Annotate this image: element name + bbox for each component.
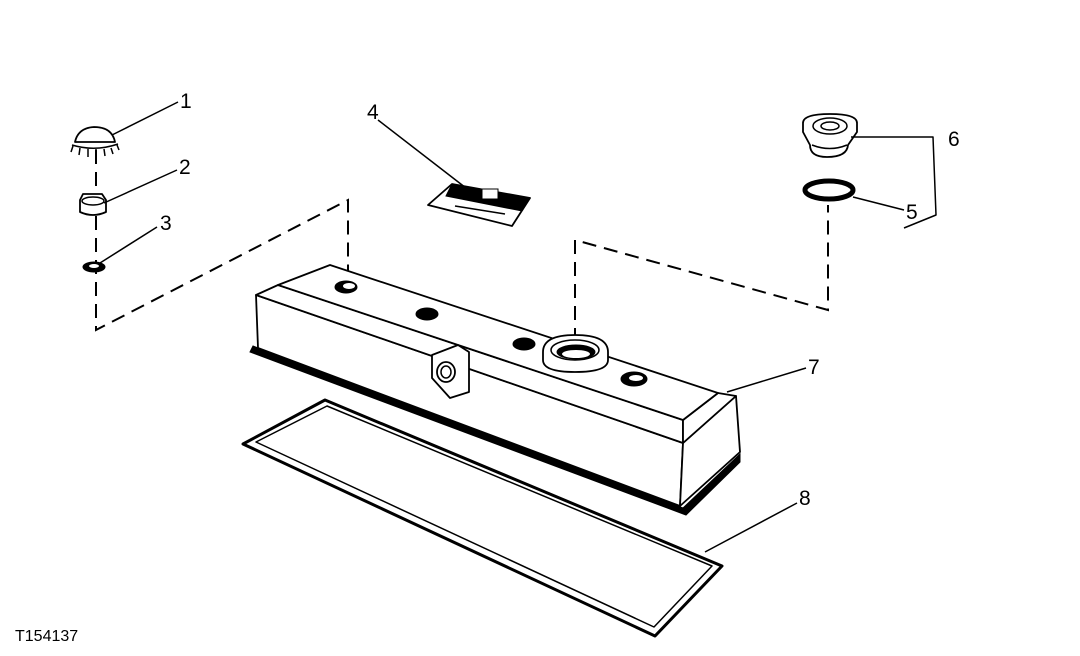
callout-3: 3: [160, 212, 172, 235]
figure-id: T154137: [15, 628, 78, 645]
assembly-dashed-lines: [95, 150, 829, 342]
callout-8: 8: [799, 487, 811, 510]
callout-6: 6: [948, 128, 960, 151]
part-6-filler-cap: [802, 113, 858, 158]
callout-1: 1: [180, 90, 192, 113]
callout-7: 7: [808, 356, 820, 379]
part-4-decal: [427, 183, 531, 227]
callout-2: 2: [179, 156, 191, 179]
callout-4: 4: [367, 101, 379, 124]
part-5-o-ring: [802, 178, 856, 202]
part-3-washer: [82, 261, 106, 273]
leader-lines: [99, 101, 937, 553]
part-1-cap: [70, 126, 120, 157]
callout-labels: 1 2 3 4 5 6 7 8: [160, 90, 960, 510]
callout-5: 5: [906, 201, 918, 224]
part-8-gasket: [241, 398, 724, 638]
part-7-rocker-cover: [249, 264, 741, 516]
part-2-grommet: [79, 193, 107, 216]
